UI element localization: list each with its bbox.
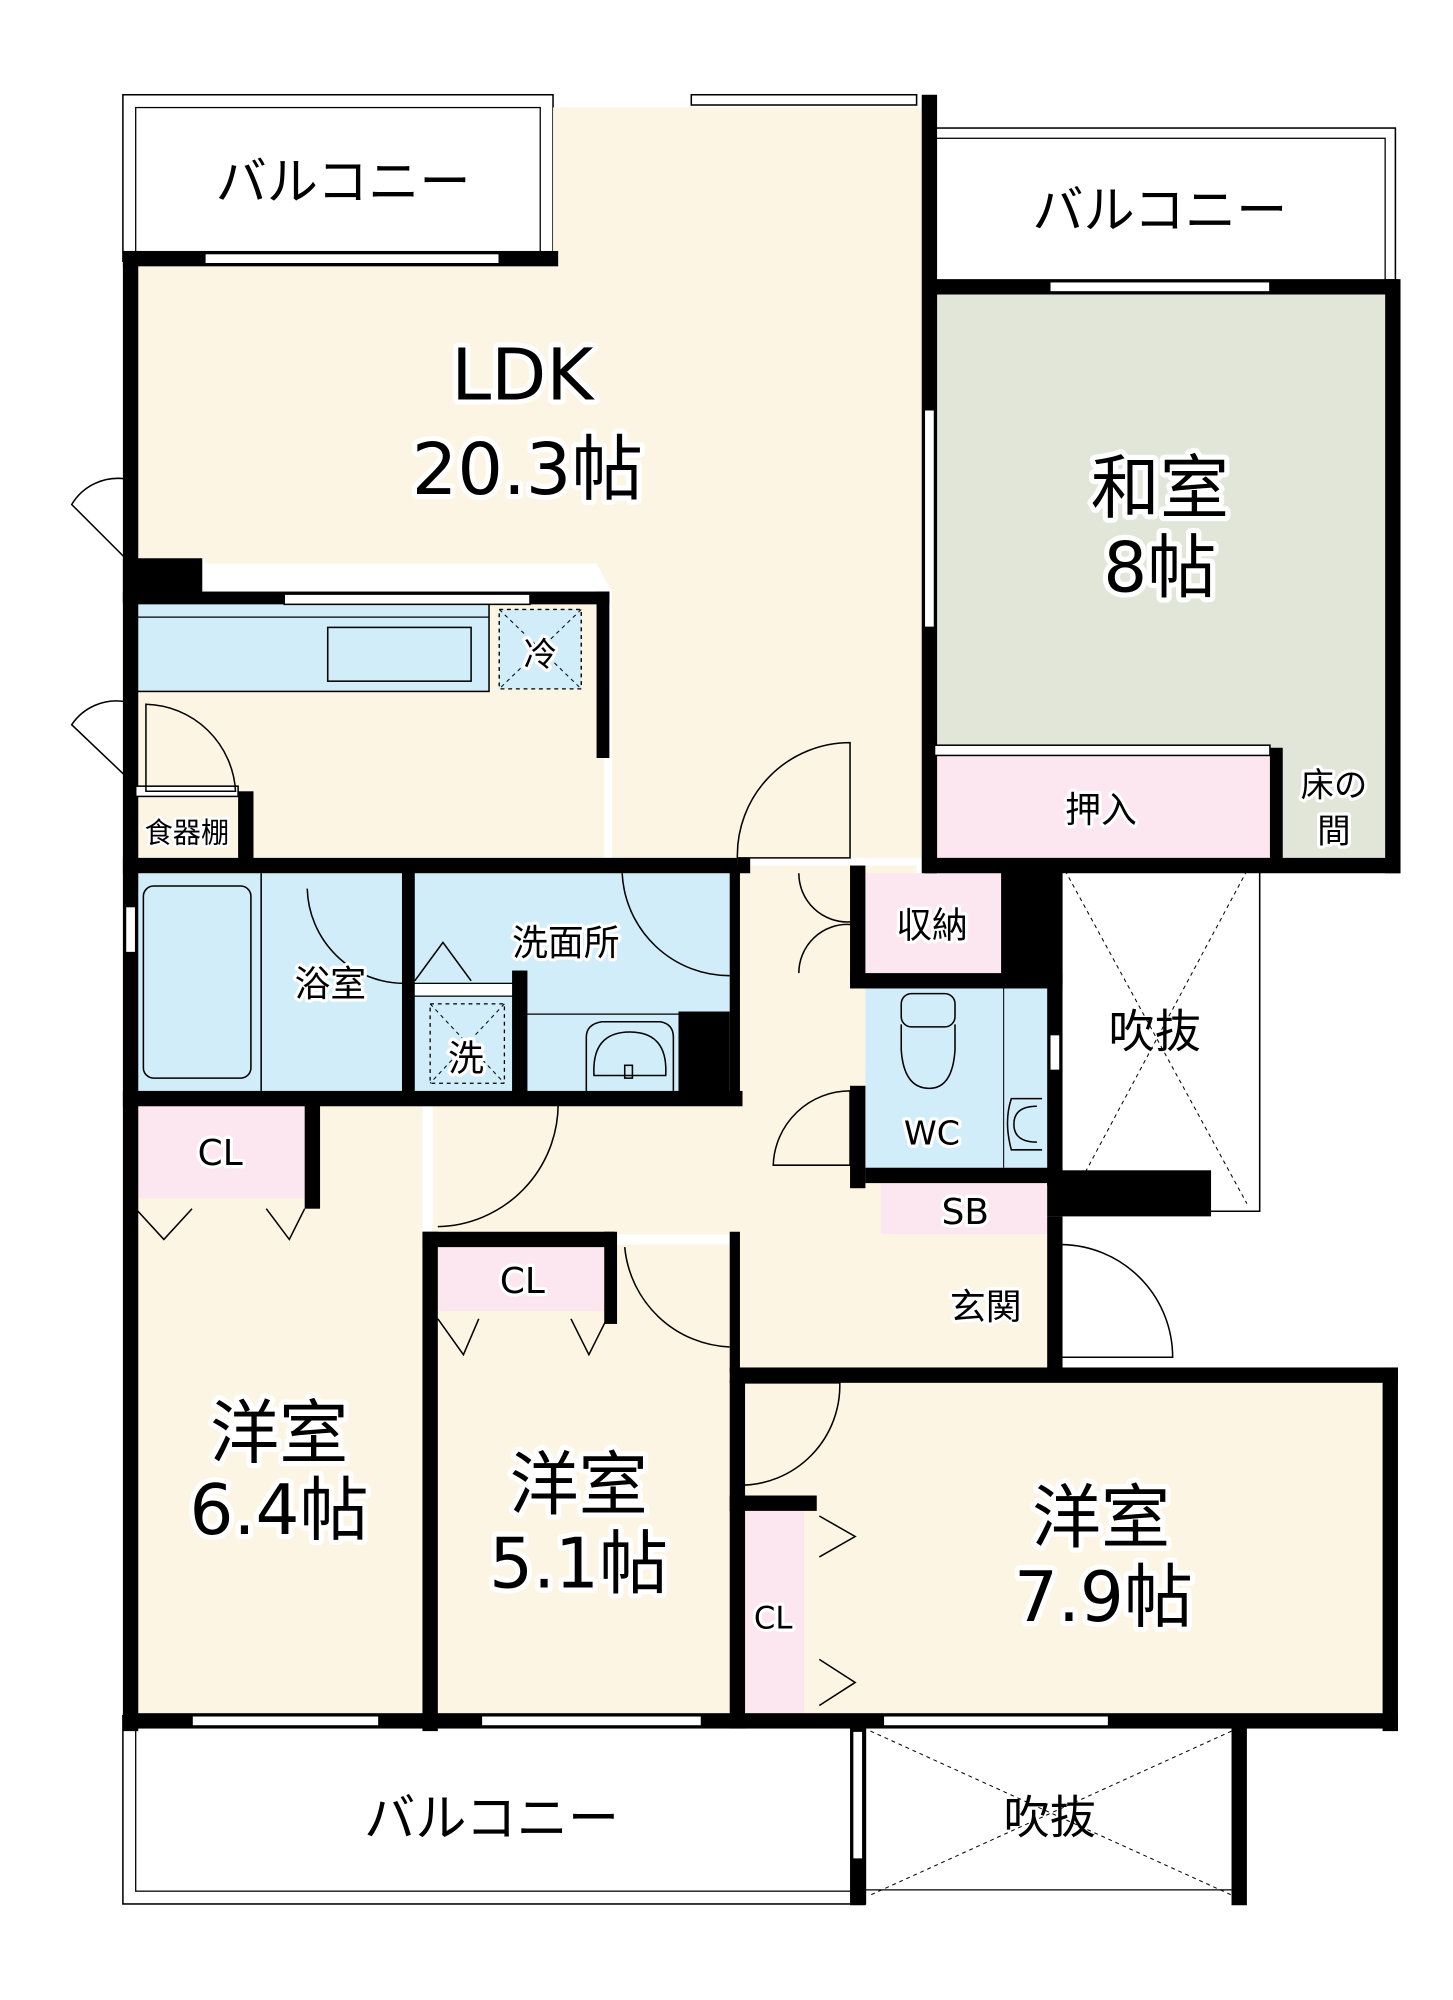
washitsu-label: 和室 8帖 <box>1086 444 1234 614</box>
washer-label: 洗 <box>448 1038 484 1079</box>
western3-name: 洋室 <box>1032 1479 1170 1559</box>
balcony-top-right-label: バルコニー <box>1032 181 1287 241</box>
washroom-label: 洗面所 <box>512 923 619 964</box>
balcony-top-left-label: バルコニー <box>216 153 471 213</box>
ldk-label: LDK 20.3帖 <box>407 327 649 516</box>
shoebox-label: SB <box>942 1192 989 1233</box>
windows <box>124 93 1271 1860</box>
closet1-label: CL <box>198 1133 243 1174</box>
closet2-label: CL <box>500 1261 545 1302</box>
western3-size: 7.9帖 <box>1014 1558 1193 1638</box>
storage-floor <box>860 873 1002 976</box>
bathtub <box>142 885 252 1079</box>
western2-name: 洋室 <box>510 1445 648 1525</box>
shoebox-floor <box>880 1180 1048 1235</box>
western1-floor <box>135 1103 423 1716</box>
washroom-floor <box>412 873 730 1091</box>
void-bottom-label: 吹抜 <box>1004 1791 1096 1845</box>
closet3-label: CL <box>754 1601 793 1637</box>
oshiire-label: 押入 <box>1065 790 1137 831</box>
entrance-floor <box>911 1234 1048 1371</box>
hallway-floor-2 <box>432 1101 740 1235</box>
toilet <box>900 988 1043 1168</box>
western3-floor <box>739 1382 1383 1716</box>
void-right-label: 吹抜 <box>1109 1004 1201 1058</box>
kitchen-counter <box>134 601 490 693</box>
void-right <box>1064 869 1261 1213</box>
entrance-label: 玄関 <box>950 1287 1022 1328</box>
western2-label: 洋室 5.1帖 <box>484 1440 673 1610</box>
balcony-top-left <box>122 93 554 262</box>
ldk-name: LDK <box>451 332 595 416</box>
tokonoma-label-2: 間 <box>1317 812 1350 851</box>
oshiire-floor <box>934 755 1270 858</box>
western2-size: 5.1帖 <box>489 1525 668 1605</box>
storage-label: 収納 <box>896 905 968 946</box>
doors <box>70 477 1174 1707</box>
ldk-floor <box>135 107 922 858</box>
western1-label: 洋室 6.4帖 <box>184 1389 373 1556</box>
closet2-floor <box>437 1244 607 1312</box>
balcony-bottom <box>122 1714 867 1905</box>
tokonoma-floor <box>1282 747 1386 858</box>
western2-floor <box>437 1244 730 1716</box>
wc-label: WC <box>904 1114 960 1153</box>
balcony-bottom-label: バルコニー <box>364 1789 619 1849</box>
cupboard-label: 食器棚 <box>145 817 229 850</box>
washitsu-size: 8帖 <box>1103 529 1216 609</box>
fridge-label: 冷 <box>524 635 557 674</box>
wc-floor <box>865 988 1048 1168</box>
fridge-space <box>498 608 582 690</box>
void-bottom <box>865 1728 1235 1896</box>
western3-label: 洋室 7.9帖 <box>1009 1473 1198 1643</box>
closet1-floor <box>135 1103 305 1199</box>
bathroom-label: 浴室 <box>294 964 366 1005</box>
washitsu-name: 和室 <box>1091 449 1229 529</box>
western1-size: 6.4帖 <box>190 1471 369 1551</box>
vanity-sink <box>522 1013 682 1091</box>
western1-name: 洋室 <box>210 1394 348 1474</box>
ldk-size: 20.3帖 <box>412 427 643 511</box>
closet3-floor <box>742 1510 804 1716</box>
tokonoma-label-1: 床の <box>1301 765 1368 804</box>
